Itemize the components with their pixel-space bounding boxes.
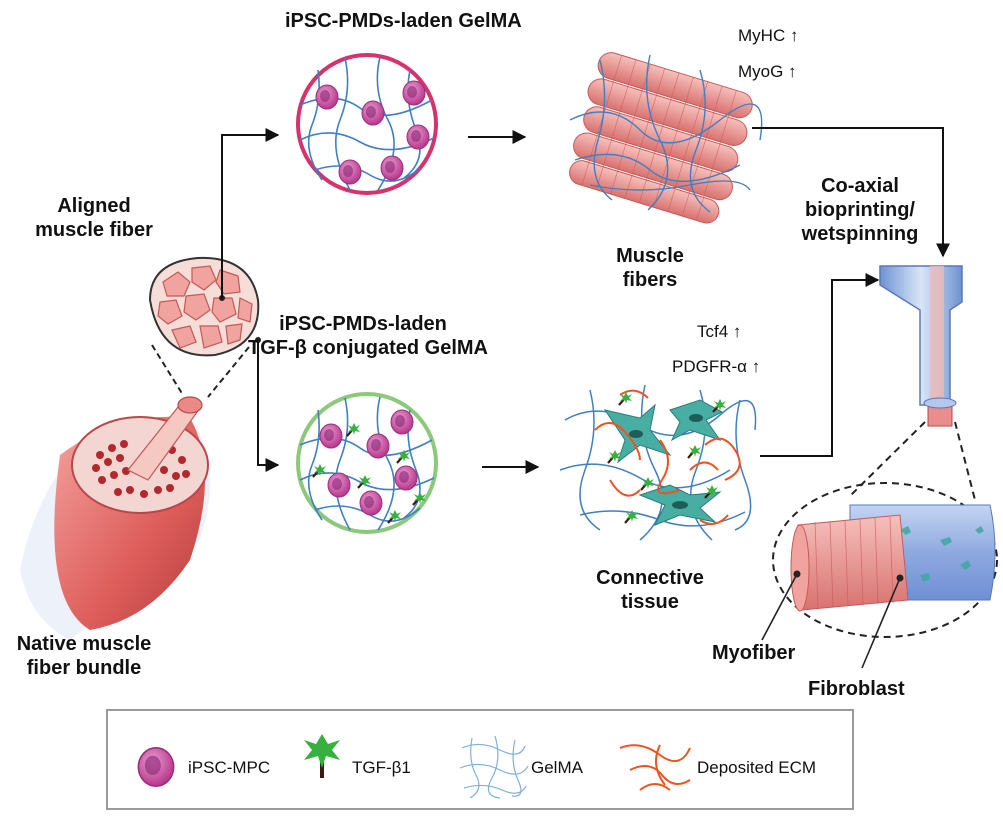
bottom-gel-circle <box>296 392 438 534</box>
myofiber-label: Myofiber <box>712 642 796 664</box>
muscle-fibers-illustration <box>569 52 763 224</box>
native-bundle-line2: fiber bundle <box>26 657 142 679</box>
legend-box <box>106 709 854 810</box>
legend-tgf-label: TGF-β1 <box>352 758 411 777</box>
muscle-fibers-line2: fibers <box>622 269 678 291</box>
legend-mpc-label: iPSC-MPC <box>188 758 271 777</box>
marker-pdgfr: PDGFR-α ↑ <box>672 357 761 376</box>
marker-myhc: MyHC ↑ <box>738 26 799 45</box>
legend-icons <box>137 734 691 799</box>
native-bundle-line1: Native muscle <box>16 633 152 655</box>
muscle-fibers-line1: Muscle <box>616 245 684 267</box>
legend-ecm-label: Deposited ECM <box>697 758 817 777</box>
coaxial-line1: Co-axial <box>821 175 899 197</box>
native-muscle-bundle <box>20 396 211 640</box>
zoom-callout <box>761 421 998 669</box>
legend-gelma-label: GelMA <box>531 758 583 777</box>
coaxial-nozzle <box>879 265 963 427</box>
aligned-fiber-line2: muscle fiber <box>35 219 153 241</box>
coaxial-line2: bioprinting/ <box>805 199 915 221</box>
connective-tissue-line2: tissue <box>621 591 679 613</box>
connective-tissue-line1: Connective <box>596 567 704 589</box>
flow-arrows <box>221 127 950 474</box>
aligned-fiber-label: Aligned muscle fiber <box>24 194 164 242</box>
top-gel-title: iPSC-PMDs-laden GelMA <box>285 10 522 32</box>
top-gel-circle <box>296 53 438 195</box>
bottom-gel-line2: TGF-β conjugated GelMA <box>248 337 488 359</box>
aligned-fiber-line1: Aligned <box>57 195 131 217</box>
coaxial-line3: wetspinning <box>801 223 919 245</box>
fibroblast-label: Fibroblast <box>808 678 905 700</box>
connective-tissue-illustration <box>559 384 757 541</box>
bottom-gel-title: iPSC-PMDs-laden TGF-β conjugated GelMA <box>248 312 488 360</box>
bottom-gel-line1: iPSC-PMDs-laden <box>279 313 447 335</box>
muscle-fibers-label: Muscle fibers <box>600 244 700 292</box>
native-bundle-label: Native muscle fiber bundle <box>0 632 168 680</box>
aligned-fiber-cross-section <box>148 256 261 398</box>
marker-tcf4: Tcf4 ↑ <box>697 322 742 341</box>
connective-tissue-label: Connective tissue <box>585 566 715 614</box>
marker-myog: MyoG ↑ <box>738 62 797 81</box>
coaxial-label: Co-axial bioprinting/ wetspinning <box>780 174 940 246</box>
